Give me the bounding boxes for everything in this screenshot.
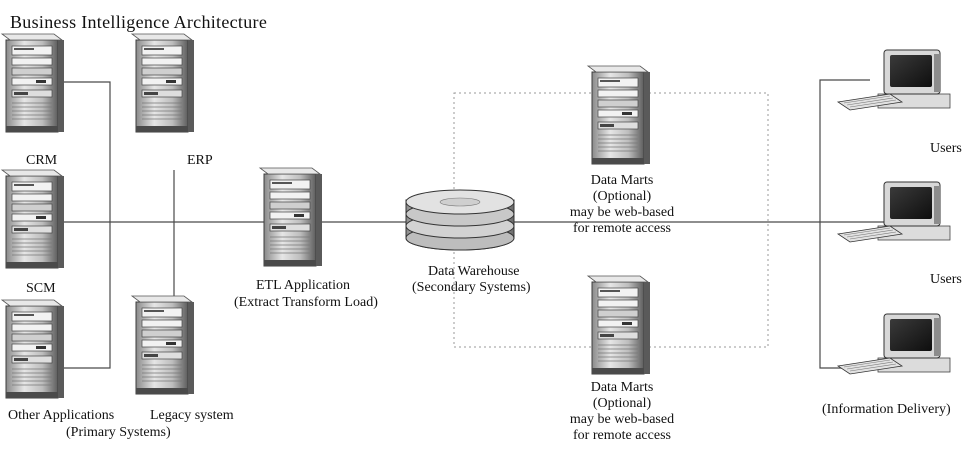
data-mart-bottom-line-2: (Optional) xyxy=(592,396,652,411)
data-mart-top-line-3: may be web-based xyxy=(569,205,675,220)
data-mart-top-line-1: Data Marts xyxy=(590,173,654,188)
other-applications-label: Other Applications xyxy=(8,408,115,423)
etl-description-label: (Extract Transform Load) xyxy=(234,295,378,310)
scm-label: SCM xyxy=(26,281,56,296)
data-warehouse-label: Data Warehouse xyxy=(428,264,520,279)
data-mart-top-line-4: for remote access xyxy=(573,221,671,236)
data-mart-top-server-icon xyxy=(587,65,651,165)
information-delivery-label: (Information Delivery) xyxy=(822,402,951,417)
users-top-label: Users xyxy=(930,141,962,156)
scm-server-icon xyxy=(1,169,65,269)
crm-label: CRM xyxy=(26,153,58,168)
legacy-system-label: Legacy system xyxy=(150,408,234,423)
users-middle-label: Users xyxy=(930,272,962,287)
etl-server-icon xyxy=(259,167,323,267)
erp-label: ERP xyxy=(187,153,213,168)
primary-systems-label: (Primary Systems) xyxy=(66,425,171,440)
data-mart-bottom-line-3: may be web-based xyxy=(569,412,675,427)
other-apps-server-icon xyxy=(1,299,65,399)
data-mart-bottom-line-1: Data Marts xyxy=(590,380,654,395)
legacy-server-icon xyxy=(131,295,195,395)
data-mart-top-label: Data Marts (Optional) may be web-based f… xyxy=(562,173,682,237)
data-mart-bottom-line-4: for remote access xyxy=(573,428,671,443)
data-mart-top-line-2: (Optional) xyxy=(592,189,652,204)
data-mart-bottom-label: Data Marts (Optional) may be web-based f… xyxy=(562,380,682,444)
etl-application-label: ETL Application xyxy=(256,278,350,293)
user-computer-middle-icon xyxy=(837,181,951,243)
crm-server-icon xyxy=(1,33,65,133)
data-mart-bottom-server-icon xyxy=(587,275,651,375)
diagram-title: Business Intelligence Architecture xyxy=(10,12,268,32)
secondary-systems-label: (Secondary Systems) xyxy=(412,280,531,295)
erp-server-icon xyxy=(131,33,195,133)
information-delivery-computer-icon xyxy=(837,313,951,375)
data-warehouse-icon xyxy=(405,189,515,251)
